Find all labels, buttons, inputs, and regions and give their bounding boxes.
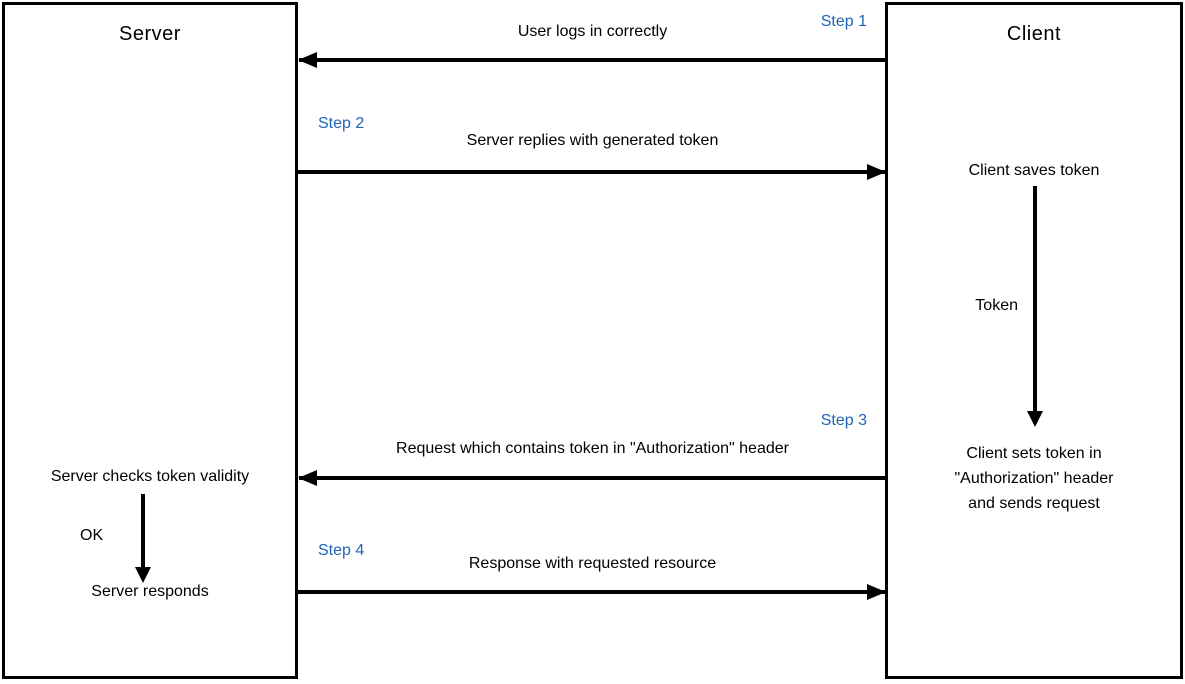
ok-arrow-label: OK <box>80 527 104 544</box>
server-title: Server <box>119 23 181 45</box>
server-ok-arrow <box>135 494 151 583</box>
client-box: Client <box>885 2 1183 679</box>
server-checks-token-text: Server checks token validity <box>50 468 250 485</box>
step2-message: Server replies with generated token <box>466 132 719 149</box>
arrowhead-down-icon <box>1027 411 1043 427</box>
client-sets-header-text: Client sets token in "Authorization" hea… <box>954 445 1114 512</box>
client-title: Client <box>1006 23 1062 45</box>
server-responds-text: Server responds <box>91 583 209 600</box>
step1-arrow <box>298 52 885 68</box>
step3-label: Step 3 <box>820 412 867 429</box>
step4-label: Step 4 <box>318 542 365 559</box>
arrowhead-left-icon <box>298 52 317 68</box>
arrowhead-left-icon <box>298 470 317 486</box>
token-arrow-label: Token <box>975 297 1018 314</box>
step2-arrow <box>297 164 886 180</box>
step4-arrow <box>297 584 886 600</box>
client-saves-token-text: Client saves token <box>968 162 1100 179</box>
arrowhead-right-icon <box>867 164 886 180</box>
arrowhead-right-icon <box>867 584 886 600</box>
step3-message: Request which contains token in "Authori… <box>396 440 789 457</box>
step1-label: Step 1 <box>820 13 867 30</box>
client-token-arrow <box>1027 186 1043 427</box>
step4-message: Response with requested resource <box>468 555 717 572</box>
arrowhead-down-icon <box>135 567 151 583</box>
step3-arrow <box>298 470 885 486</box>
server-box: Server <box>2 2 298 679</box>
step2-label: Step 2 <box>318 115 365 132</box>
step1-message: User logs in correctly <box>517 23 668 40</box>
